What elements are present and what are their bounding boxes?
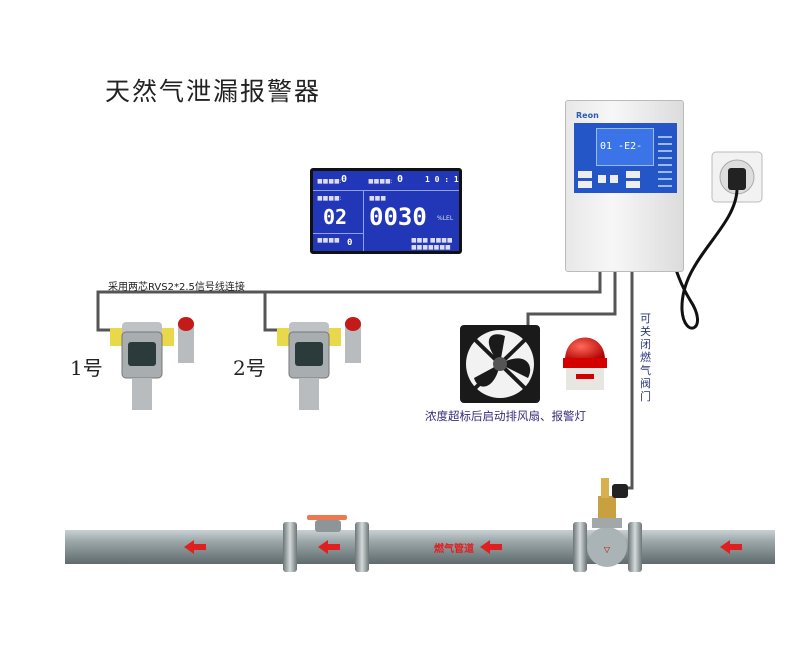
valve-label: 可关闭燃气阀门	[640, 312, 651, 403]
controller-button[interactable]	[626, 171, 640, 178]
controller-display: 01 -E2-	[596, 128, 654, 166]
lcd-display: ■■■■: 0 ■■■■: 0 1 0 : 1 ■■■■: 02 ■■■ 003…	[310, 168, 462, 254]
controller-button[interactable]	[578, 171, 592, 178]
controller-panel: 01 -E2-	[574, 123, 677, 193]
manual-valve-icon	[307, 515, 347, 532]
svg-text:▽: ▽	[604, 545, 611, 554]
flow-arrow-icon	[184, 540, 206, 554]
lcd-concentration: 0030	[369, 203, 427, 231]
controller-button[interactable]	[578, 181, 592, 188]
detector-2-label: 2号	[233, 356, 266, 380]
pipeline-label: 燃气管道	[434, 544, 474, 555]
alarm-lamp-icon	[563, 337, 607, 390]
lcd-unit: %LEL	[437, 215, 454, 222]
lcd-top-value-2: 0	[397, 174, 404, 185]
solenoid-shutoff-valve-icon: ▽	[587, 478, 628, 567]
lcd-bottom-value: 0	[347, 238, 353, 248]
signal-wires	[96, 270, 634, 490]
flow-arrow-icon	[318, 540, 340, 554]
lcd-channel: 02	[323, 205, 348, 229]
controller-button[interactable]	[610, 175, 618, 183]
lcd-top-value-3: 1 0 : 1	[425, 175, 459, 184]
controller-brand: Reon	[576, 111, 599, 120]
flow-arrow-icon	[720, 540, 742, 554]
controller-indicator-leds	[658, 131, 672, 187]
controller-button[interactable]	[626, 181, 640, 188]
alarm-controller: Reon 01 -E2-	[565, 100, 684, 272]
gas-pipeline	[65, 522, 775, 572]
fan-lamp-caption: 浓度超标后启动排风扇、报警灯	[425, 409, 586, 423]
flow-arrow-icon	[480, 540, 502, 554]
gas-detector-2	[277, 317, 361, 410]
controller-display-value: 01 -E2-	[600, 141, 643, 152]
diagram-title: 天然气泄漏报警器	[105, 77, 322, 106]
gas-detector-1	[110, 317, 194, 410]
controller-button[interactable]	[598, 175, 606, 183]
flow-arrows	[184, 540, 742, 554]
wire-label: 采用两芯RVS2*2.5信号线连接	[108, 282, 245, 293]
lcd-top-value-1: 0	[341, 174, 348, 185]
detector-1-label: 1号	[70, 356, 103, 380]
exhaust-fan-icon	[460, 325, 540, 403]
